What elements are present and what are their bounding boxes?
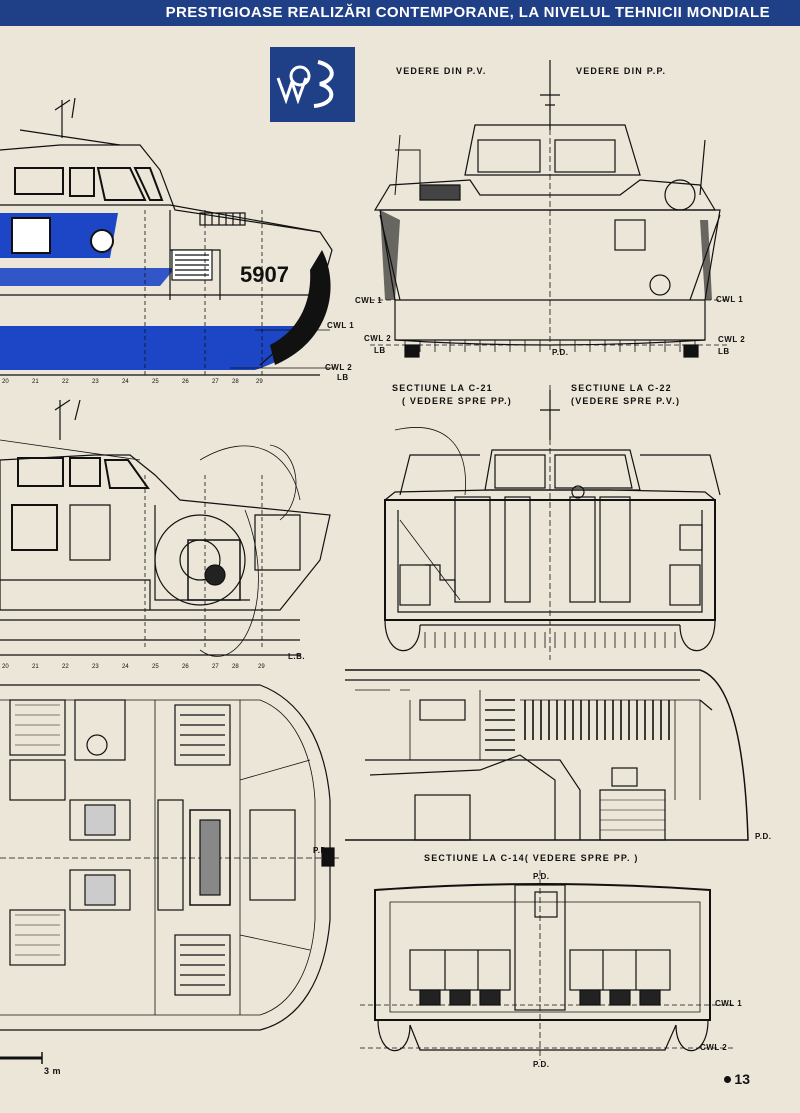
label-lb-front-right: LB: [718, 347, 730, 356]
svg-text:25: 25: [152, 379, 159, 385]
label-cwl1-c14: CWL 1: [715, 999, 743, 1008]
label-front-view-left: VEDERE DIN P.V.: [396, 66, 487, 76]
svg-text:25: 25: [152, 664, 159, 670]
section-c21-c22: [384, 385, 721, 660]
svg-text:27: 27: [212, 664, 219, 670]
svg-text:20: 20: [2, 379, 9, 385]
svg-text:23: 23: [92, 379, 99, 385]
page-banner: PRESTIGIOASE REALIZĂRI CONTEMPORANE, LA …: [0, 0, 800, 26]
label-lb-side: LB: [337, 373, 349, 382]
scale-label: 3 m: [44, 1066, 62, 1076]
label-cwl1-front-left: CWL 1: [355, 296, 383, 305]
label-pd-front: P.D.: [552, 348, 569, 357]
label-cwl2-front-left: CWL 2: [364, 334, 392, 343]
longitudinal-section: [345, 669, 749, 841]
svg-text:24: 24: [122, 664, 129, 670]
scale-bar: [0, 1052, 43, 1064]
plan-view: [0, 684, 340, 1031]
label-pd-c14-top: P.D.: [533, 872, 550, 881]
section-c14: [360, 870, 735, 1060]
svg-text:26: 26: [182, 664, 189, 670]
label-section-c22-sub: (VEDERE SPRE P.V.): [571, 396, 681, 406]
label-section-c22: SECTIUNE LA C-22: [571, 383, 672, 393]
label-section-c21: SECTIUNE LA C-21: [392, 383, 493, 393]
svg-text:22: 22: [62, 379, 69, 385]
label-pd-longitudinal: P.D.: [755, 832, 772, 841]
label-cwl1-side: CWL 1: [327, 321, 355, 330]
label-lb-middle: L.B.: [288, 652, 306, 661]
svg-text:28: 28: [232, 379, 239, 385]
svg-text:24: 24: [122, 379, 129, 385]
label-pd-c14-bottom: P.D.: [533, 1060, 550, 1069]
label-cwl2-side: CWL 2: [325, 363, 353, 372]
frame-scale-middle: 20 21 22 23 24 25 26 27 28 29: [2, 664, 265, 670]
svg-text:29: 29: [258, 664, 265, 670]
svg-text:27: 27: [212, 379, 219, 385]
hull-number: 5907: [240, 262, 289, 287]
label-section-c21-sub: ( VEDERE SPRE PP.): [402, 396, 512, 406]
page-number: 13: [734, 1071, 750, 1087]
label-cwl1-front-right: CWL 1: [716, 295, 744, 304]
svg-text:26: 26: [182, 379, 189, 385]
side-section-interior: [0, 399, 331, 657]
svg-text:21: 21: [32, 664, 39, 670]
frame-scale-top: 20 21 22 23 24 25 26 27 28 29: [2, 379, 263, 385]
label-cwl2-front-right: CWL 2: [718, 335, 746, 344]
svg-text:29: 29: [256, 379, 263, 385]
svg-text:28: 28: [232, 664, 239, 670]
svg-text:21: 21: [32, 379, 39, 385]
page-number-bullet: [724, 1076, 731, 1083]
side-view-exterior: [0, 97, 335, 376]
logo-emblem: [270, 47, 355, 122]
svg-text:22: 22: [62, 664, 69, 670]
label-cwl2-c14: CWL 2: [700, 1043, 728, 1052]
label-front-view-right: VEDERE DIN P.P.: [576, 66, 667, 76]
front-view: [370, 60, 730, 358]
label-pd-plan: P.D.: [313, 846, 330, 855]
svg-text:23: 23: [92, 664, 99, 670]
label-section-c14: SECTIUNE LA C-14( VEDERE SPRE PP. ): [424, 853, 639, 863]
label-lb-front-left: LB: [374, 346, 386, 355]
svg-text:20: 20: [2, 664, 9, 670]
